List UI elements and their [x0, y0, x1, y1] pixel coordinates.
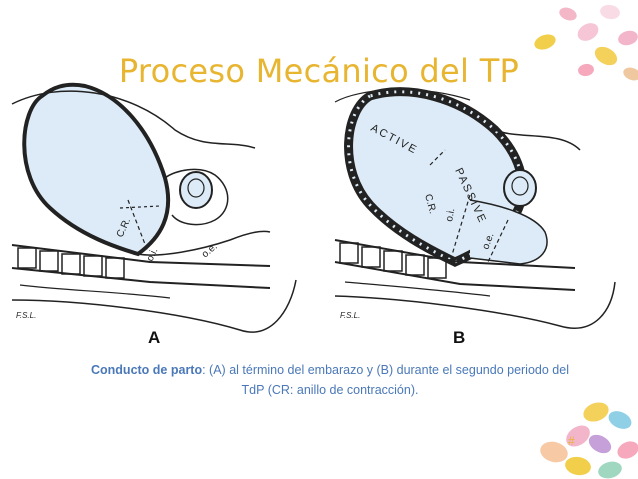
figure-a-label: A [148, 328, 161, 347]
figure-a-signature: F.S.L. [16, 311, 36, 320]
caption-text: : (A) al término del embarazo y (B) dura… [202, 363, 569, 397]
figure-b-oe-label: o.e. [480, 232, 496, 251]
figure-b-label: B [453, 328, 466, 347]
figure-b-cr-label: C.R. [422, 193, 438, 215]
caption-bold-term: Conducto de parto [91, 363, 203, 377]
figure-b-signature: F.S.L. [340, 311, 360, 320]
figure-a-oi-label: o.i. [145, 247, 161, 264]
slide-number: # [568, 434, 575, 448]
figure-b-oi-label: o.i. [444, 207, 457, 222]
figure-caption: Conducto de parto: (A) al término del em… [85, 360, 575, 400]
slide-title: Proceso Mecánico del TP [118, 52, 520, 90]
